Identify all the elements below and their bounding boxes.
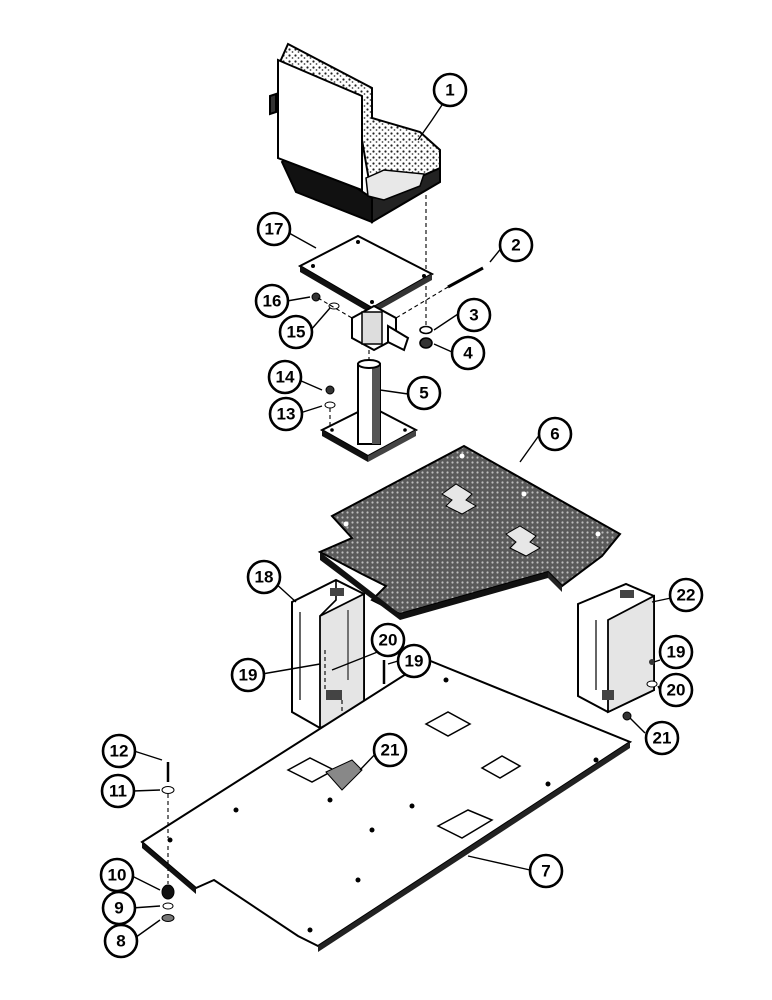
callout-10-label: 10	[108, 866, 127, 885]
callout-1-label: 1	[445, 81, 454, 100]
callout-8: 8	[103, 923, 139, 959]
callout-10: 10	[99, 857, 135, 893]
callout-21-right-label: 21	[653, 729, 672, 748]
callout-14-label: 14	[276, 368, 295, 387]
callout-19-right-label: 19	[667, 643, 686, 662]
callout-16-label: 16	[263, 292, 282, 311]
callout-3: 3	[456, 297, 492, 333]
callout-18-label: 18	[255, 568, 274, 587]
nut-14	[325, 385, 335, 395]
washer-15	[328, 302, 340, 310]
callout-5: 5	[406, 375, 442, 411]
callout-18: 18	[246, 559, 282, 595]
nut-8	[161, 914, 175, 922]
callout-2-label: 2	[511, 236, 520, 255]
callout-2: 2	[498, 227, 534, 263]
floor-plate	[140, 658, 633, 952]
callout-22: 22	[668, 577, 704, 613]
seat-bracket	[351, 304, 410, 352]
nut-plate-21	[325, 759, 363, 791]
washer-9	[162, 902, 174, 910]
callout-20-left-label: 20	[379, 631, 398, 650]
callout-11-label: 11	[109, 782, 127, 801]
callout-19-center: 19	[396, 643, 432, 679]
callout-5-label: 5	[419, 384, 428, 403]
callout-20-right-label: 20	[667, 681, 686, 700]
nut-10	[161, 884, 175, 900]
bolt-2	[447, 266, 484, 289]
callout-4-label: 4	[463, 344, 473, 363]
callout-3-label: 3	[469, 306, 478, 325]
bolt-2-line	[395, 286, 449, 319]
callout-16: 16	[254, 283, 290, 319]
callout-6: 6	[537, 416, 573, 452]
callout-12-label: 12	[110, 742, 129, 761]
callout-6-label: 6	[550, 425, 559, 444]
callout-9-label: 9	[114, 899, 123, 918]
nut-4	[419, 337, 433, 349]
callout-9: 9	[101, 890, 137, 926]
right-support-bracket	[577, 582, 655, 714]
callout-21-center-label: 21	[381, 741, 400, 760]
seat	[269, 42, 441, 224]
callout-13-label: 13	[277, 405, 296, 424]
washer-11	[161, 786, 175, 794]
callout-22-label: 22	[677, 586, 696, 605]
leader-lines	[131, 95, 672, 941]
callout-15: 15	[278, 314, 314, 350]
callout-1: 1	[432, 72, 468, 108]
bolt-16	[311, 292, 321, 302]
seat-plate	[297, 234, 435, 314]
callout-4: 4	[450, 335, 486, 371]
callout-7: 7	[528, 853, 564, 889]
callout-13: 13	[268, 396, 304, 432]
washer-3	[419, 325, 433, 335]
callout-12: 12	[101, 733, 137, 769]
callout-21-right: 21	[644, 720, 680, 756]
callout-19-right: 19	[658, 634, 694, 670]
callout-15-label: 15	[287, 323, 306, 342]
callout-8-label: 8	[116, 932, 125, 951]
callout-20-right: 20	[658, 672, 694, 708]
washer-13	[324, 401, 336, 409]
callout-19-center-label: 19	[405, 652, 424, 671]
callout-19-left-label: 19	[239, 666, 258, 685]
callout-17: 17	[256, 211, 292, 247]
callout-14: 14	[267, 359, 303, 395]
callout-21-center: 21	[372, 732, 408, 768]
callout-17-label: 17	[265, 220, 284, 239]
left-support-bracket	[291, 578, 365, 730]
callout-7-label: 7	[541, 862, 550, 881]
callout-20-left: 20	[370, 622, 406, 658]
callout-19-left: 19	[230, 657, 266, 693]
seat-post	[319, 359, 419, 462]
callout-11: 11	[100, 773, 136, 809]
floor-mat	[317, 444, 622, 620]
